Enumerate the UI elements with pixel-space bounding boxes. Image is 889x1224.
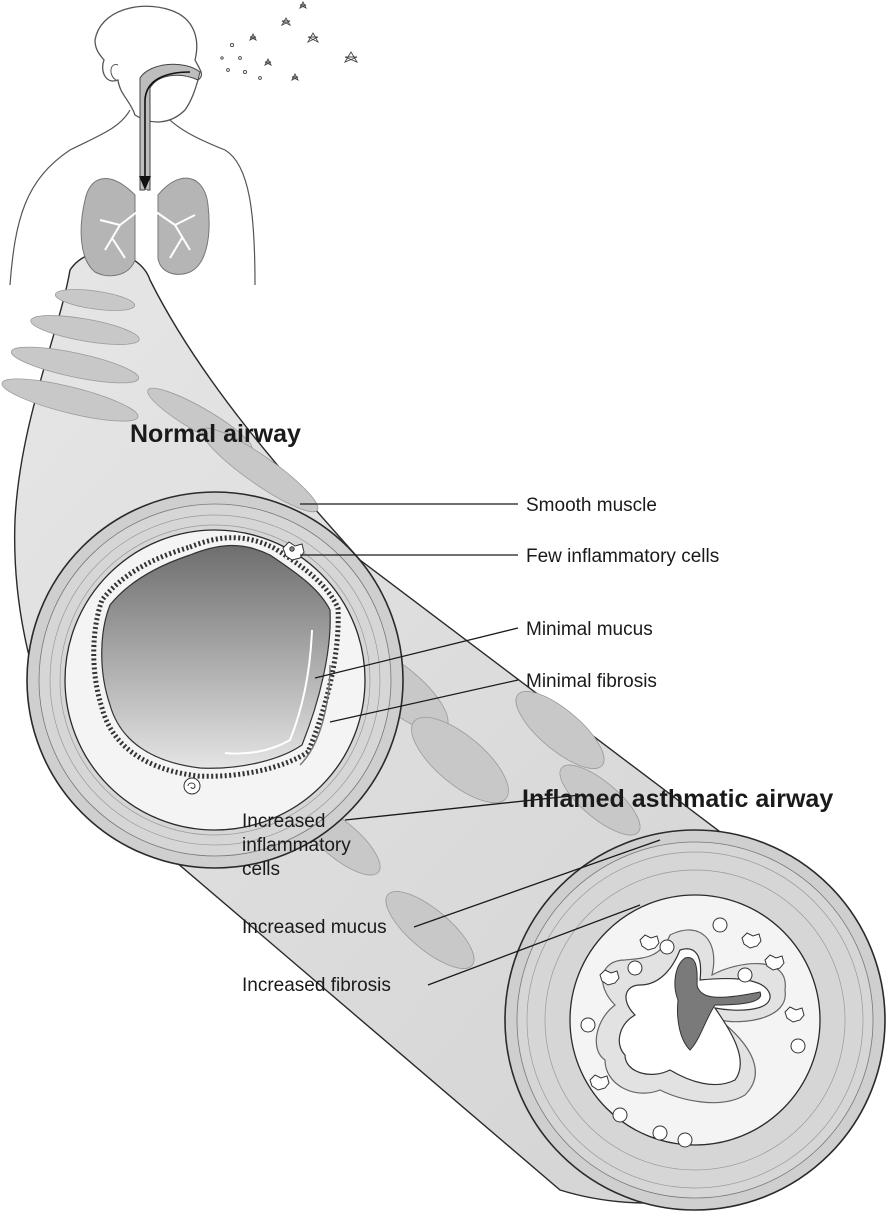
normal-airway-section xyxy=(27,492,403,868)
label-increased-inflammatory-line2: inflammatory xyxy=(242,835,351,856)
normal-cell-icon xyxy=(184,778,200,794)
label-increased-inflammatory-line3: cells xyxy=(242,859,280,880)
label-smooth-muscle: Smooth muscle xyxy=(526,495,657,516)
label-increased-mucus: Increased mucus xyxy=(242,917,387,938)
asthmatic-airway-section xyxy=(505,830,885,1210)
allergen-particles xyxy=(221,2,357,80)
label-minimal-fibrosis: Minimal fibrosis xyxy=(526,671,657,692)
label-minimal-mucus: Minimal mucus xyxy=(526,619,653,640)
label-few-inflammatory: Few inflammatory cells xyxy=(526,546,719,567)
left-lung xyxy=(81,179,135,276)
human-figure xyxy=(10,2,357,285)
normal-airway-title: Normal airway xyxy=(130,420,301,448)
asthmatic-airway-title: Inflamed asthmatic airway xyxy=(522,785,833,813)
right-lung xyxy=(158,178,209,274)
label-increased-inflammatory-line1: Increased xyxy=(242,811,325,832)
label-increased-fibrosis: Increased fibrosis xyxy=(242,975,391,996)
